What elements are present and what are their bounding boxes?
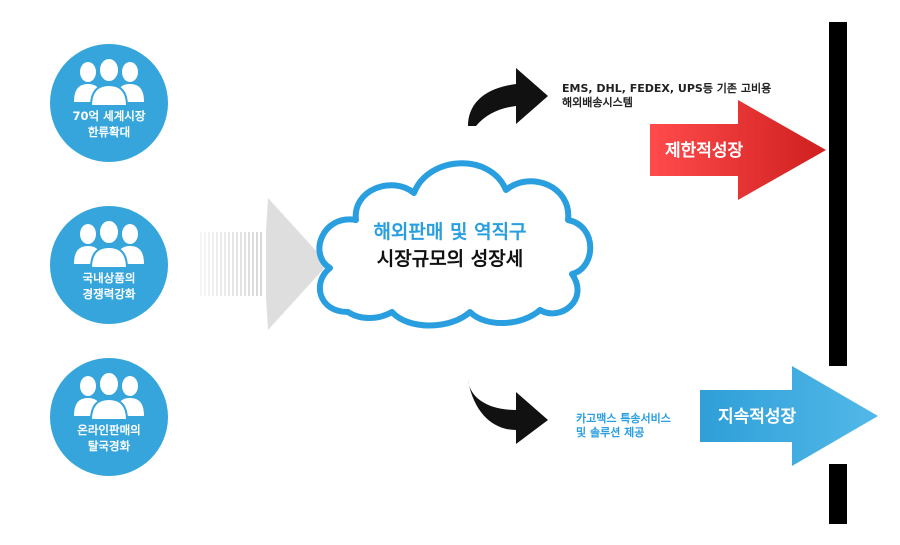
input-arrow-stripe — [212, 232, 214, 296]
cloud-text: 해외판매 및 역직구 시장규모의 성장세 — [330, 219, 570, 273]
input-arrow-stripe — [224, 232, 226, 296]
input-arrow — [200, 198, 328, 330]
sustained-growth-arrow — [700, 366, 878, 466]
input-arrow-stripe — [200, 232, 202, 296]
input-arrow-stripe — [244, 232, 246, 296]
upper-path-note: EMS, DHL, FEDEX, UPS등 기존 고비용 해외배송시스템 — [562, 82, 772, 109]
driver-label: 70억 세계시장 한류확대 — [72, 109, 146, 139]
cloud-shape — [316, 160, 594, 329]
input-arrow-stripe — [208, 232, 210, 296]
driver-label: 국내상품의 경쟁력강화 — [82, 271, 136, 301]
people-group-icon — [74, 58, 144, 106]
sustained-growth-label: 지속적성장 — [718, 407, 797, 427]
driver-circle-borderless: 온라인판매의 탈국경화 — [50, 358, 168, 476]
input-arrow-stripe — [232, 232, 234, 296]
barrier-wall — [829, 22, 847, 524]
input-arrow-stripe — [216, 232, 218, 296]
lower-path-note: 카고맥스 특송서비스 및 솔루션 제공 — [576, 412, 671, 439]
curved-arrow-down — [468, 380, 548, 444]
input-arrow-stripe — [228, 232, 230, 296]
people-group-icon — [74, 220, 144, 268]
driver-circle-global-market: 70억 세계시장 한류확대 — [50, 44, 168, 162]
input-arrow-stripe — [220, 232, 222, 296]
cloud-title: 해외판매 및 역직구 — [373, 221, 527, 243]
input-arrow-stripe — [240, 232, 242, 296]
input-arrow-stripe — [204, 232, 206, 296]
cloud-subtitle: 시장규모의 성장세 — [376, 248, 524, 270]
input-arrow-stripe — [252, 232, 254, 296]
input-arrow-stripe — [236, 232, 238, 296]
driver-label: 온라인판매의 탈국경화 — [77, 423, 141, 453]
driver-circle-competitiveness: 국내상품의 경쟁력강화 — [50, 206, 168, 324]
people-group-icon — [74, 372, 144, 420]
curved-arrow-up — [468, 68, 548, 126]
input-arrow-stripe — [248, 232, 250, 296]
limited-growth-arrow — [650, 100, 826, 200]
limited-growth-label: 제한적성장 — [665, 141, 744, 161]
input-arrow-stripe — [260, 232, 262, 296]
input-arrow-stripe — [256, 232, 258, 296]
